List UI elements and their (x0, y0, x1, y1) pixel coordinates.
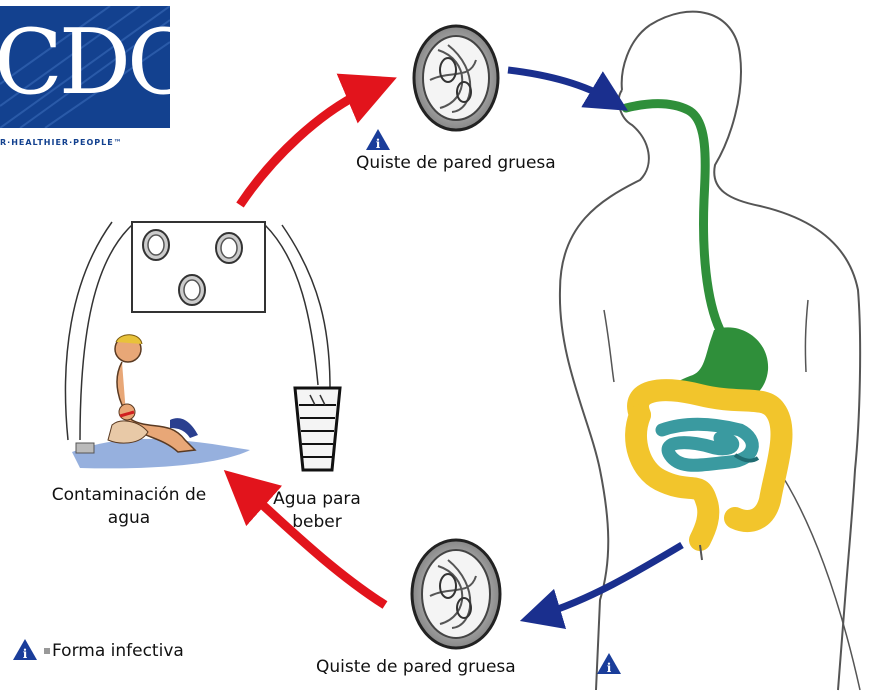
cyst-top-image (414, 26, 498, 130)
water-glass-icon (295, 388, 340, 470)
contamination-label-line2: agua (24, 507, 234, 530)
svg-text:i: i (23, 647, 28, 661)
water-magnification (65, 222, 330, 440)
legend-dot (44, 648, 50, 654)
cyst-bottom-label: Quiste de pared gruesa (316, 656, 516, 679)
arrow-to-mouth (508, 70, 610, 100)
info-triangle-icon: i (596, 652, 622, 675)
mini-cyst (179, 275, 205, 305)
info-triangle-icon: i (365, 128, 391, 151)
digestive-tract (626, 104, 781, 560)
legend-info-triangle-icon: i (12, 638, 38, 661)
cyst-top-label: Quiste de pared gruesa (356, 152, 556, 175)
svg-text:i: i (376, 137, 381, 151)
swimmers-illustration (72, 335, 250, 469)
mini-cyst (216, 233, 242, 263)
arrow-water-to-cyst (240, 88, 372, 205)
drinking-water-label-line2: beber (262, 511, 372, 534)
drinking-water-label-line1: Agua para (262, 488, 372, 511)
svg-text:i: i (607, 661, 612, 675)
arrow-from-body (540, 545, 682, 615)
mini-cyst (143, 230, 169, 260)
contamination-label-line1: Contaminación de (24, 484, 234, 507)
legend-label: Forma infectiva (52, 640, 184, 663)
cyst-bottom-image (412, 540, 500, 648)
contamination-label: Contaminación de agua (24, 484, 234, 530)
drinking-water-label: Agua para beber (262, 488, 372, 534)
